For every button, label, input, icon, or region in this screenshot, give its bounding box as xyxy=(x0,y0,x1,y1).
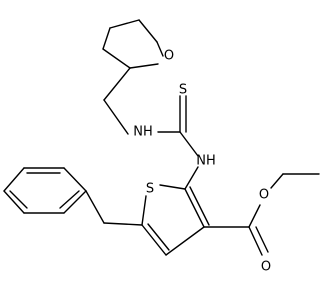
ester-oxygen-label: O xyxy=(259,188,269,203)
bond xyxy=(147,223,170,251)
ring-oxygen-label: O xyxy=(164,49,174,64)
thiophene-sulfur-label: S xyxy=(146,182,154,197)
ethyl-ester-group xyxy=(203,173,320,256)
thioamide-sulfur-label: S xyxy=(179,83,187,98)
bond xyxy=(141,224,167,256)
bond xyxy=(159,184,186,190)
bond xyxy=(103,99,129,135)
bond xyxy=(156,41,164,57)
bond xyxy=(9,190,28,209)
bond xyxy=(184,188,205,228)
benzene-ring xyxy=(3,167,87,214)
bond xyxy=(63,167,87,192)
bond xyxy=(184,166,199,190)
bond xyxy=(63,190,87,214)
tetrahydrofuran-ring xyxy=(102,19,164,69)
bond xyxy=(255,226,269,253)
bond xyxy=(102,27,111,50)
bond xyxy=(103,67,131,101)
thiophene-ring xyxy=(141,184,210,256)
bond xyxy=(129,63,159,69)
bond xyxy=(179,131,199,157)
nh-upper-label: NH xyxy=(133,125,153,140)
bond xyxy=(248,226,263,256)
nh-lower-label: NH xyxy=(196,154,216,169)
bond xyxy=(141,195,147,226)
bond xyxy=(189,186,210,226)
bond xyxy=(3,167,25,192)
bond xyxy=(138,19,158,43)
bond xyxy=(109,19,140,29)
thiourea-group xyxy=(157,95,199,157)
bond xyxy=(165,226,205,256)
bond xyxy=(248,204,261,228)
carbonyl-oxygen-label: O xyxy=(261,260,271,275)
bond xyxy=(270,173,284,189)
bond xyxy=(3,190,25,214)
bond xyxy=(59,190,80,209)
bond xyxy=(85,190,105,224)
bond xyxy=(103,222,143,226)
bond xyxy=(102,48,131,69)
